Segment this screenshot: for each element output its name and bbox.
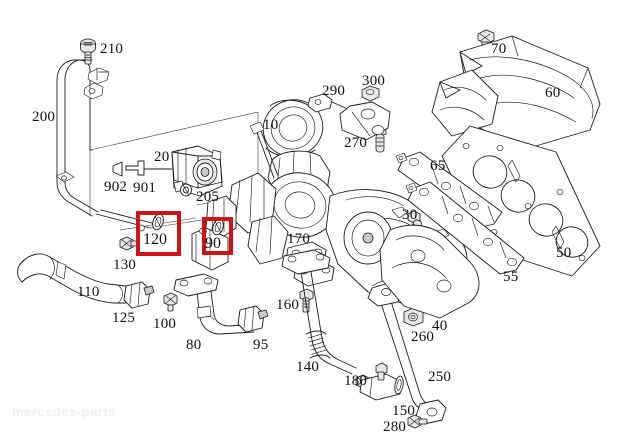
part-label-250: 250 — [428, 369, 452, 385]
part-label-180: 180 — [344, 373, 368, 389]
part-210-bolt — [80, 38, 96, 65]
part-label-170: 170 — [287, 231, 311, 247]
part-label-160: 160 — [276, 297, 300, 313]
part-10-turbocharger — [191, 99, 337, 271]
highlight-box-90 — [202, 217, 233, 255]
part-label-60: 60 — [545, 85, 561, 101]
part-label-95: 95 — [253, 337, 269, 353]
part-300-nut — [361, 85, 380, 102]
part-200-connectors — [83, 67, 110, 100]
part-205-clamp — [180, 183, 192, 197]
highlight-label-90: 90 — [205, 235, 221, 252]
part-label-125: 125 — [112, 310, 136, 326]
part-300-arm — [339, 101, 391, 141]
part-150-fitting — [359, 362, 404, 401]
part-100-bolt — [163, 292, 178, 312]
part-55-gasket-strip — [405, 181, 525, 275]
part-140-oil-pipe — [281, 249, 357, 375]
part-label-290: 290 — [322, 83, 346, 99]
watermark: mercedes-parts — [12, 404, 116, 419]
highlight-box-120 — [136, 211, 181, 256]
part-80-hose — [195, 283, 255, 335]
part-label-30: 30 — [402, 207, 418, 223]
part-280-bolt — [407, 414, 428, 429]
part-901-902-connector — [112, 160, 173, 177]
part-label-260: 260 — [411, 329, 435, 345]
part-80-bracket — [173, 273, 219, 297]
part-label-210: 210 — [100, 41, 124, 57]
part-label-55: 55 — [503, 269, 519, 285]
part-290-bracket — [307, 93, 351, 113]
part-label-901: 901 — [133, 180, 157, 196]
part-110-hose — [17, 253, 127, 304]
part-label-200: 200 — [32, 109, 56, 125]
part-label-100: 100 — [153, 316, 177, 332]
part-140-bellows — [305, 330, 331, 359]
part-60-shield-left — [431, 69, 499, 137]
part-label-205: 205 — [196, 189, 220, 205]
part-125-clamp — [123, 281, 155, 309]
part-label-20: 20 — [154, 149, 170, 165]
part-label-902: 902 — [104, 179, 128, 195]
part-label-110: 110 — [77, 284, 100, 300]
part-label-140: 140 — [296, 359, 320, 375]
part-label-70: 70 — [491, 41, 507, 57]
manifold-casting-lower — [379, 224, 480, 319]
part-label-40: 40 — [432, 318, 448, 334]
part-60-heat-shield — [459, 35, 601, 151]
part-label-65: 65 — [430, 158, 446, 174]
part-label-80: 80 — [186, 337, 202, 353]
part-label-130: 130 — [113, 257, 137, 273]
part-label-300: 300 — [362, 73, 386, 89]
part-label-280: 280 — [383, 419, 407, 433]
part-95-clamp — [237, 305, 269, 333]
part-label-270: 270 — [344, 135, 368, 151]
part-label-50: 50 — [556, 245, 572, 261]
part-label-10: 10 — [263, 117, 279, 133]
part-65-gasket-strip — [395, 151, 503, 229]
highlight-label-120: 120 — [143, 231, 167, 248]
part-label-150: 150 — [392, 403, 416, 419]
part-200-pipe — [55, 59, 153, 229]
